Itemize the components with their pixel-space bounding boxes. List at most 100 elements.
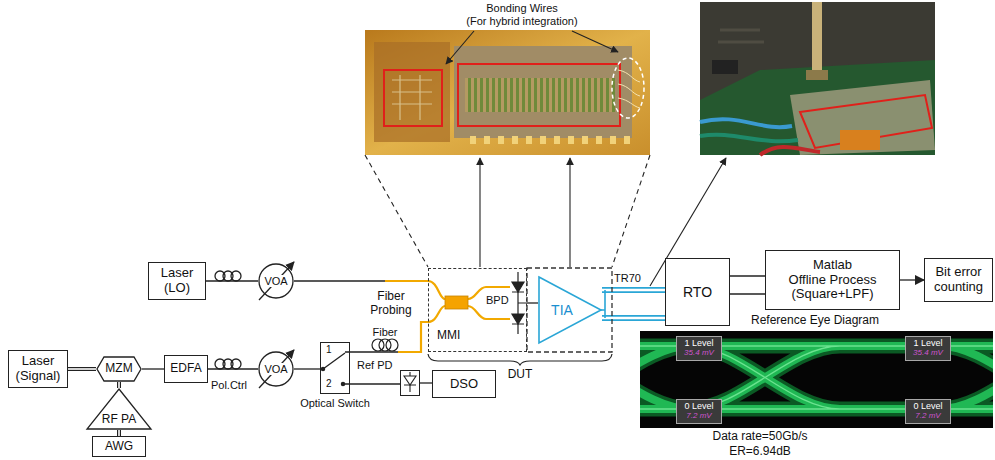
switch-lever [321, 367, 324, 370]
lab-photo [700, 2, 935, 155]
text-label: Data rate=50Gb/s [712, 430, 807, 444]
lab-photo [700, 135, 798, 142]
text-label: Pol.Ctrl [211, 379, 247, 392]
polarization-controller [231, 359, 241, 369]
text-label: Fiber [372, 326, 397, 339]
lab-photo [700, 119, 792, 127]
connector [602, 318, 665, 319]
node-text: RTO [683, 284, 712, 300]
connector-line [294, 368, 320, 369]
voa-circle: VOA [258, 351, 294, 387]
leader-line [446, 31, 474, 64]
chip-photo [374, 42, 450, 142]
photonic-chip: MMI BPD [428, 268, 527, 352]
text-label: ER=6.94dB [729, 445, 791, 459]
modulator-hexagon: MZM [96, 356, 142, 382]
node-text: 1 Level [913, 339, 942, 349]
chip-photo [465, 78, 615, 112]
photodiode-symbol [512, 272, 527, 334]
reference-photodiode: Ref PD [400, 370, 420, 396]
connector-line [350, 322, 428, 352]
mmi-coupler [445, 296, 468, 309]
photodiode-symbol [512, 314, 524, 324]
optical-switch: 12 [320, 342, 350, 394]
connector [119, 382, 120, 388]
node-text: 35.4 mV [684, 349, 714, 358]
tia-outline [527, 268, 612, 352]
node-text: RF PA [102, 413, 136, 427]
node-text: Bit error counting [928, 265, 989, 295]
connector-line [206, 280, 258, 281]
leader-line [479, 158, 480, 267]
text-label: Fiber Probing [366, 290, 416, 318]
chip-photo [618, 70, 640, 108]
node-text: MMI [437, 329, 460, 343]
fiber-coil [372, 339, 384, 351]
leader-line [365, 31, 726, 286]
chip-photo [470, 136, 630, 144]
connector [900, 280, 924, 281]
ref-photodiode [404, 376, 416, 385]
double-line [68, 367, 96, 371]
optical-waveguide [428, 306, 445, 322]
connector [527, 303, 538, 304]
lab-photo [812, 2, 822, 77]
level-marker: 0 Level7.2 mV [905, 399, 951, 424]
optical-waveguide [428, 281, 445, 299]
text-label: (For hybrid integration) [466, 15, 577, 28]
chip-photo [612, 58, 644, 118]
node-text: DSO [450, 377, 478, 392]
leader-line [612, 155, 650, 267]
polarization-controller [215, 271, 241, 369]
oscilloscope-box: DSO [432, 370, 496, 398]
connector-line [294, 280, 428, 281]
lab-photo [712, 60, 738, 74]
switch-lever [341, 382, 344, 385]
optical-waveguide [398, 322, 428, 352]
rf-amplifier: RF PA [86, 388, 152, 430]
connector-line [730, 275, 765, 276]
polarization-controller [231, 271, 241, 281]
voa-arrow [259, 262, 294, 388]
lab-photo [790, 80, 935, 155]
node-text: Offline Process [789, 273, 877, 288]
lab-photo [700, 60, 935, 155]
double-line [118, 382, 120, 388]
ref-photodiode [404, 372, 416, 392]
fiber-coil [379, 339, 391, 351]
leader-line [569, 158, 570, 267]
double-line [117, 382, 121, 388]
rf-amplifier-outline [87, 389, 151, 429]
connector-line [350, 383, 400, 384]
lab-photo [806, 70, 828, 80]
node-text: 7.2 mV [686, 412, 711, 421]
connector-line [730, 293, 765, 294]
node-text: TIA [551, 302, 573, 318]
node-text: BPD [486, 294, 509, 307]
text-label: Reference Eye Diagram [751, 314, 879, 328]
node-text: Ref PD [357, 359, 392, 372]
laser-box: Laser (Signal) [8, 350, 68, 388]
lab-photo [700, 2, 935, 155]
text-label: TR70 [614, 272, 641, 285]
connector [350, 384, 400, 385]
voa-circle-outline [259, 264, 293, 298]
connector [206, 281, 258, 282]
switch-lever [321, 352, 350, 386]
ref-photodiode [404, 372, 416, 392]
leader-line [572, 31, 618, 52]
process-box: MatlabOffline Process(Square+LPF) [765, 250, 900, 310]
tia-amplifier-outline [539, 277, 601, 343]
amplifier-box: EDFA [164, 355, 208, 383]
laser-box: Laser (LO) [148, 262, 206, 300]
chip-photo [454, 46, 632, 138]
node-text: 7.2 mV [915, 412, 940, 421]
fiber-coil [372, 339, 398, 351]
node-text: 1 [326, 344, 332, 356]
text-label: Bonding Wires [486, 2, 558, 15]
level-marker: 1 Level35.4 mV [676, 336, 722, 361]
node-text: VOA [263, 275, 288, 288]
